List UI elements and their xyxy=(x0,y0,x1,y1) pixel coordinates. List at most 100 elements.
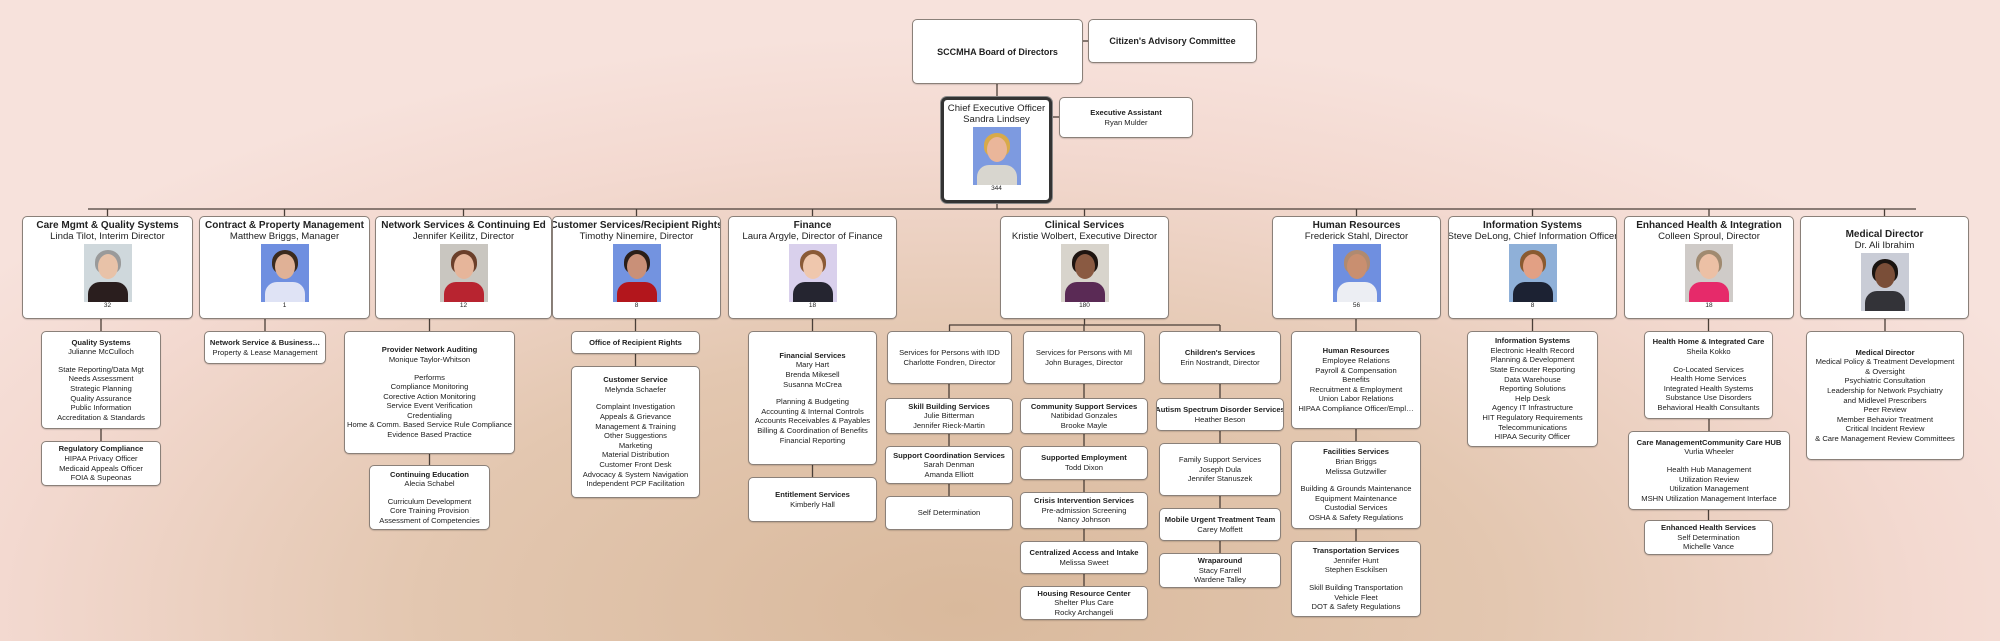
unit-line: HIPAA Security Officer xyxy=(1494,432,1571,442)
department-head-photo xyxy=(612,244,661,302)
unit-self-determination[interactable]: Self Determination xyxy=(885,496,1013,530)
unit-line: Quality Assurance xyxy=(70,393,132,403)
ceo-box[interactable]: Chief Executive Officer Sandra Lindsey 3… xyxy=(941,97,1052,203)
unit-line: Medical Policy & Treatment Development xyxy=(1815,357,1955,367)
unit-line: Pre-admission Screening xyxy=(1041,505,1127,515)
unit-line: and Midlevel Prescribers xyxy=(1843,395,1927,405)
unit-line: Co-Located Services xyxy=(1673,364,1744,374)
staff-count: 18 xyxy=(1705,302,1713,309)
unit-line: Performs xyxy=(414,372,445,382)
unit-title: Crisis Intervention Services xyxy=(1033,496,1135,506)
unit-line: Customer Front Desk xyxy=(599,459,672,469)
staff-count: 8 xyxy=(634,302,639,309)
unit-line: Planning & Development xyxy=(1490,355,1575,365)
unit-line: Service Event Verification xyxy=(386,401,473,411)
department-title: Enhanced Health & Integration xyxy=(1636,220,1782,231)
unit-line: HIT Regulatory Requirements xyxy=(1482,412,1583,422)
assistant-name: Ryan Mulder xyxy=(1104,117,1148,127)
unit-line: Charlotte Fondren, Director xyxy=(903,357,996,367)
unit-line: Financial Reporting xyxy=(779,435,846,445)
unit-title: Facilities Services xyxy=(1323,447,1389,457)
ceo-photo xyxy=(972,127,1021,185)
unit-line: Rocky Archangeli xyxy=(1054,607,1114,617)
department-title: Information Systems xyxy=(1483,220,1582,231)
unit-line: HIPAA Compliance Officer/Empl… xyxy=(1298,403,1414,413)
unit-line: MSHN Utilization Management Interface xyxy=(1641,493,1777,503)
citizens-advisory-committee-box[interactable]: Citizen's Advisory Committee xyxy=(1088,19,1257,63)
unit-line: Utilization Review xyxy=(1679,474,1739,484)
unit-line: Home & Comm. Based Service Rule Complian… xyxy=(346,420,513,430)
staff-count: 8 xyxy=(1530,302,1535,309)
unit-line: Health Home Services xyxy=(1670,374,1747,384)
unit-line: Services for Persons with IDD xyxy=(899,347,1000,357)
unit-line: Appeals & Grievance xyxy=(599,412,672,422)
executive-assistant-box[interactable]: Executive Assistant Ryan Mulder xyxy=(1059,97,1193,138)
unit-line: & Care Management Review Committees xyxy=(1815,433,1955,443)
department-title: Care Mgmt & Quality Systems xyxy=(36,220,179,231)
unit-network-service-business[interactable]: Network Service & Business…Property & Le… xyxy=(204,331,326,364)
unit-title: Children's Services xyxy=(1184,347,1256,357)
department-head-photo xyxy=(1508,244,1557,302)
department-head-photo xyxy=(1332,244,1381,302)
department-title: Contract & Property Management xyxy=(205,220,364,231)
department-head-photo xyxy=(439,244,488,302)
department-head: Frederick Stahl, Director xyxy=(1304,231,1409,242)
unit-line: Sarah Denman xyxy=(923,460,975,470)
unit-office-of-recipient-rights[interactable]: Office of Recipient Rights xyxy=(571,331,700,354)
unit-title: Network Service & Business… xyxy=(209,337,321,347)
unit-title: Human Resources xyxy=(1322,346,1390,356)
unit-line: Stephen Esckilsen xyxy=(1324,565,1388,575)
unit-line: Monique Taylor-Whitson xyxy=(388,354,471,364)
unit-title: Office of Recipient Rights xyxy=(589,337,682,347)
unit-line: Accreditation & Standards xyxy=(57,412,145,422)
unit-line: Recruitment & Employment xyxy=(1309,384,1403,394)
unit-line: Advocacy & System Navigation xyxy=(582,469,689,479)
department-head: Jennifer Keilitz, Director xyxy=(412,231,515,242)
staff-count: 32 xyxy=(103,302,112,309)
board-of-directors-box[interactable]: SCCMHA Board of Directors xyxy=(912,19,1083,84)
department-title: Human Resources xyxy=(1312,220,1401,231)
unit-line: Stacy Farrell xyxy=(1198,565,1242,575)
unit-line: Reporting Solutions xyxy=(1499,384,1566,394)
